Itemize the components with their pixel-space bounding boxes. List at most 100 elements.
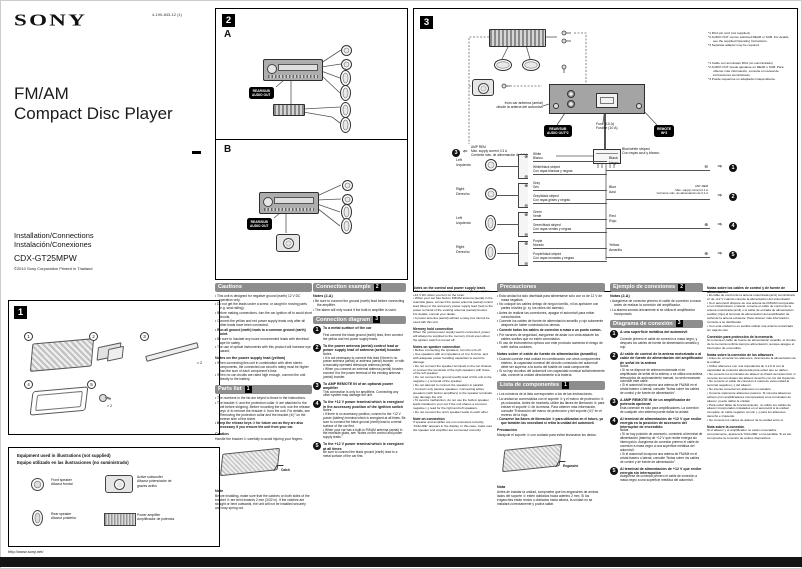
connection-example-heading: Connection example 2	[313, 283, 406, 292]
front-speaker-icon	[31, 478, 44, 491]
diagram-item: 4 To the +12 V power terminal which is e…	[313, 400, 406, 440]
terminal-symbol: ⊕	[704, 251, 708, 256]
bullet-item: The numbers in the list are keyed to tho…	[215, 396, 312, 400]
example-notes: Be sure to connect the ground (earth) le…	[313, 299, 406, 312]
bullet-item: No coloque los cables debajo de ningún t…	[497, 302, 605, 310]
release-keys-part-graphic	[96, 342, 122, 361]
connection-column-en: Connection example 2 Notes (2-A) Be sure…	[313, 283, 406, 461]
power-lead-notes: When connecting this unit in combination…	[215, 361, 312, 382]
notes-section-title: Notas sobre los cables de control y de f…	[707, 285, 786, 294]
unit-buttons	[264, 208, 314, 211]
notes-section-body: If speaker and amplifier are not connect…	[413, 420, 493, 433]
lista-heading: Lista de componentes 1	[497, 381, 605, 390]
bullet-item: Before making connections, turn the car …	[215, 311, 312, 319]
target-number-badge: 4	[729, 222, 737, 230]
rca-output-jack	[567, 100, 575, 108]
parts-list-bullets: The numbers in the list are keyed to tho…	[215, 396, 312, 429]
notes-section-title: Nota sobre la conexión	[707, 425, 745, 430]
heading-text: Lista de componentes	[500, 382, 560, 389]
heading-text: Connection diagram	[316, 316, 371, 323]
sony-url: http://www.sony.net/	[8, 549, 44, 554]
caution-body: Handle the bracket ① carefully to avoid …	[215, 436, 303, 441]
screw-icon	[553, 103, 559, 109]
equipment-label: Front speaker Altavoz frontal	[51, 478, 73, 487]
bullet-item: Conecte todos los cables de conexión a m…	[497, 328, 605, 332]
diagram-item: 4 Al terminal de alimentación de +12 V q…	[610, 416, 703, 465]
item-body: First connect the black ground (earth) l…	[323, 333, 403, 342]
subtitle-es: Instalación/Conexiones	[14, 240, 92, 249]
subwoofer-icon	[105, 475, 133, 493]
bullet-item: Connect the yellow and red power supply …	[215, 319, 312, 327]
item-title: A una superficie metálica del automóvil	[620, 330, 688, 335]
terminal-symbol: ⊕	[704, 222, 708, 227]
audio-out-callout: REAR/SUB AUDIO OUT*2	[544, 125, 572, 137]
footnote: *1 RCA pin cord (not supplied)	[708, 31, 750, 35]
item-title: To AMP REMOTE IN of an optional power am…	[323, 381, 394, 391]
part-3-number: 3	[140, 332, 149, 341]
bullet-item: Conecte los cables de fuente de alimenta…	[497, 319, 605, 327]
cable-amarillo-notes: Cuando conecte esta unidad en combinació…	[497, 357, 605, 378]
product-title: FM/AM Compact Disc Player	[14, 84, 173, 124]
speaker-position-label: Right Derecho	[456, 187, 470, 196]
rear-speaker-icon	[340, 85, 351, 101]
notes-section: Conexión para protección de la memoria S…	[707, 335, 796, 351]
item-body: Asegúrese de conectar primero el cable d…	[620, 474, 698, 483]
heading-text: Connection example	[316, 283, 371, 290]
equipment-label: Rear speaker Altavoz posterior	[51, 512, 77, 521]
catch-label: Catch	[281, 467, 290, 472]
front-speaker-icon	[341, 45, 352, 56]
subtitle-en: Installation/Connections	[14, 231, 94, 240]
diagram-item: 5 Al terminal de alimentación de +12 V q…	[610, 466, 703, 483]
note-subtitle: Note	[215, 489, 224, 494]
item-body: Esta conexión es sólo para amplificadore…	[620, 405, 699, 414]
equipment-title-en: Equipment used in illustrations (not sup…	[17, 453, 111, 458]
rear-of-unit-graphic	[549, 84, 645, 114]
bullet-item: Esta unidad ha sido diseñada para alimen…	[497, 294, 605, 302]
bullet-item: Be sure to connect the ground (earth) le…	[313, 299, 406, 307]
notes-section-title: Conexión para protección de la memoria	[707, 334, 773, 339]
lead-wire	[606, 170, 710, 171]
speaker-icon	[485, 159, 497, 171]
lead-color-label: Red Rojo	[609, 214, 617, 223]
lead-wire	[606, 199, 710, 200]
speaker-wire-row: Left Izquierdo ⊕ ⊖ Green Verde Green/bla…	[456, 209, 608, 238]
heading-badge: 1	[244, 386, 252, 394]
notes-section: Notes on speaker connection • Before con…	[413, 345, 493, 415]
part-1-number: 1	[24, 332, 33, 341]
part-5-number: 5	[87, 380, 96, 389]
minus-wire-label: Purple/black striped Con rayas moradas y…	[533, 252, 607, 263]
lead-color-label: Black Negro	[609, 156, 619, 165]
amplifier-icon	[104, 513, 136, 526]
heading-text: Cautions	[218, 283, 242, 290]
notes-column-es: Notas sobre los cables de control y de f…	[707, 283, 796, 441]
bracket-illustration-es: Enganche	[497, 439, 605, 483]
item-body: Notas • Si no se dispone de antena motor…	[620, 363, 703, 396]
bullet-item: La alarma sonará únicamente si se utiliz…	[610, 308, 703, 316]
copyright: ©2010 Sony Corporation Printed in Thaila…	[14, 266, 93, 272]
speaker-wire-rows: Left Izquierdo ⊕ ⊖ White Blanco White/bl…	[456, 151, 608, 269]
bullet-item: The use of optical instruments with this…	[215, 345, 312, 353]
diagram-item: 5 To the +12 V power terminal which is e…	[313, 442, 406, 458]
bracket-graphic	[501, 443, 563, 473]
minus-terminal-icon: ⊖	[524, 260, 528, 266]
plus-terminal-icon: ⊕	[524, 211, 528, 217]
heading-text: Parts list	[218, 386, 242, 393]
minus-terminal-icon: ⊖	[524, 202, 528, 208]
bullet-item: Cuando conecte esta unidad en combinació…	[497, 357, 605, 369]
head-unit-a-graphic	[263, 59, 323, 81]
bullet-item: When no car circuits are rated high enou…	[215, 373, 312, 381]
plus-wire-label: Purple Morado	[533, 239, 607, 250]
left-arrow-icon: ⇐	[463, 149, 468, 155]
item-title: Al cable de control de la antena motoriz…	[620, 351, 703, 365]
optional-amplifier-graphic	[489, 29, 546, 47]
minus-terminal-icon: ⊖	[524, 231, 528, 237]
power-lead-row: Red Rojo ⊕ ⇒ 4	[606, 211, 746, 240]
bullet-item: The bracket ① and the protection collar …	[215, 401, 312, 421]
speaker-connector: ⊕ ⊖	[497, 154, 528, 179]
sony-logo: SONY	[14, 11, 88, 30]
plus-terminal-icon: ⊕	[524, 240, 528, 246]
power-amplifier-graphic-a	[273, 104, 305, 116]
speaker-connector: ⊕ ⊖	[497, 240, 528, 266]
speaker-icon	[485, 215, 496, 231]
